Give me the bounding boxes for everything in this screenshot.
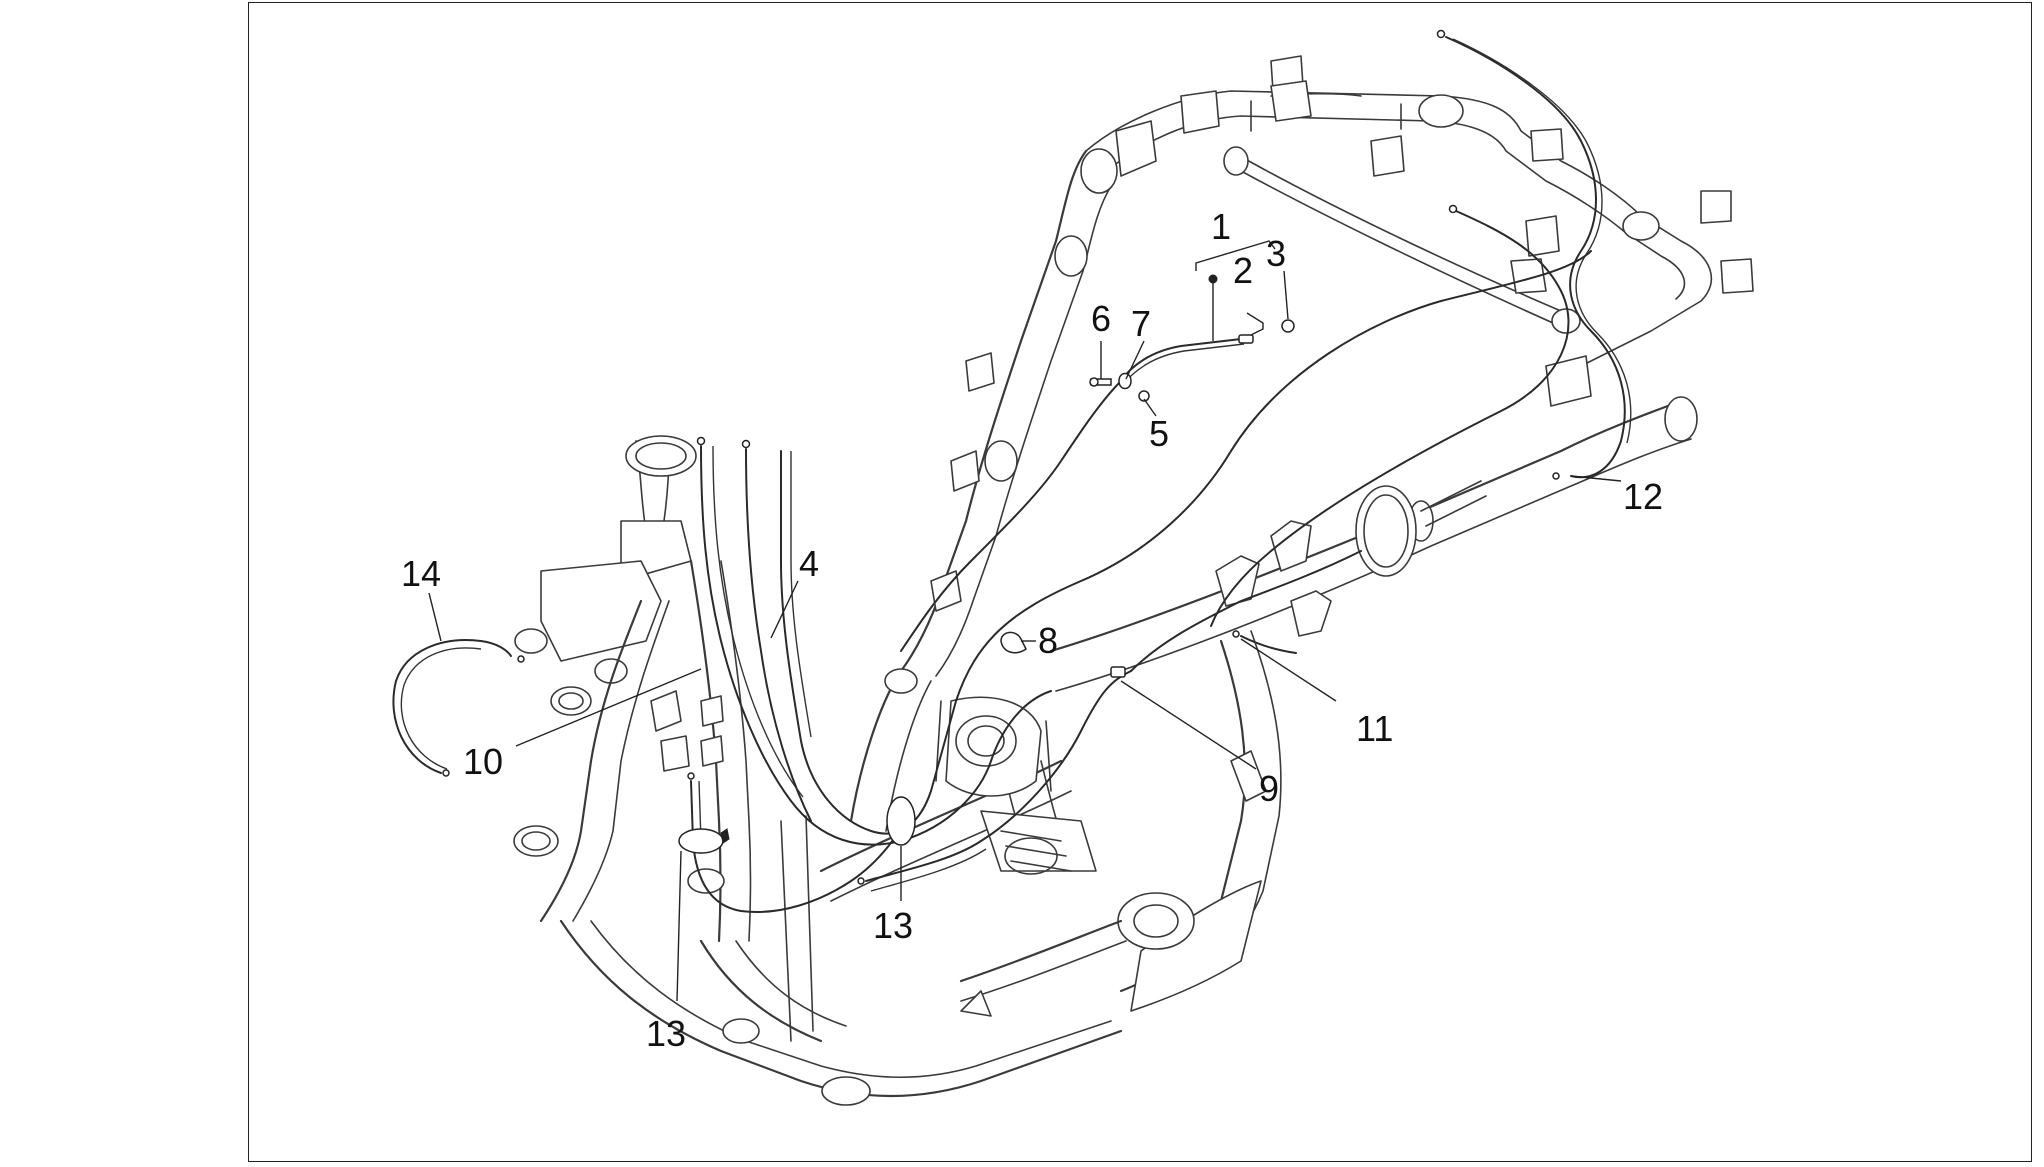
callout-12: 12: [1623, 476, 1663, 517]
callout-8: 8: [1038, 620, 1058, 661]
callout-2: 2: [1233, 250, 1253, 291]
callout-14: 14: [401, 553, 441, 594]
cable-12: [1445, 36, 1626, 479]
cable-14: [392, 639, 512, 774]
cable-9: [865, 670, 1132, 882]
leader-lines: [428, 240, 1622, 1002]
callout-7: 7: [1131, 303, 1151, 344]
callout-11: 11: [1356, 708, 1393, 749]
callout-labels: 1 2 3 4 5 6 7 8 9 10 11 12 13 13 14: [401, 206, 1663, 1054]
callout-9: 9: [1259, 768, 1279, 809]
scooter-frame-drawing: [513, 55, 1754, 1106]
callout-10: 10: [463, 741, 503, 782]
callout-4: 4: [799, 543, 819, 584]
callout-5: 5: [1149, 413, 1169, 454]
callout-1: 1: [1211, 206, 1231, 247]
diagram-frame: 1 2 3 4 5 6 7 8 9 10 11 12 13 13 14: [248, 2, 2032, 1162]
callout-13-bottom: 13: [646, 1013, 686, 1054]
exploded-parts-diagram: 1 2 3 4 5 6 7 8 9 10 11 12 13 13 14: [392, 29, 1754, 1106]
rear-upper-loop: [1085, 90, 1713, 377]
callout-6: 6: [1091, 298, 1111, 339]
small-parts: [678, 274, 1295, 854]
cable-1: [1120, 338, 1242, 382]
cables: [392, 29, 1632, 913]
callout-3: 3: [1266, 233, 1286, 274]
callout-13-right: 13: [873, 905, 913, 946]
